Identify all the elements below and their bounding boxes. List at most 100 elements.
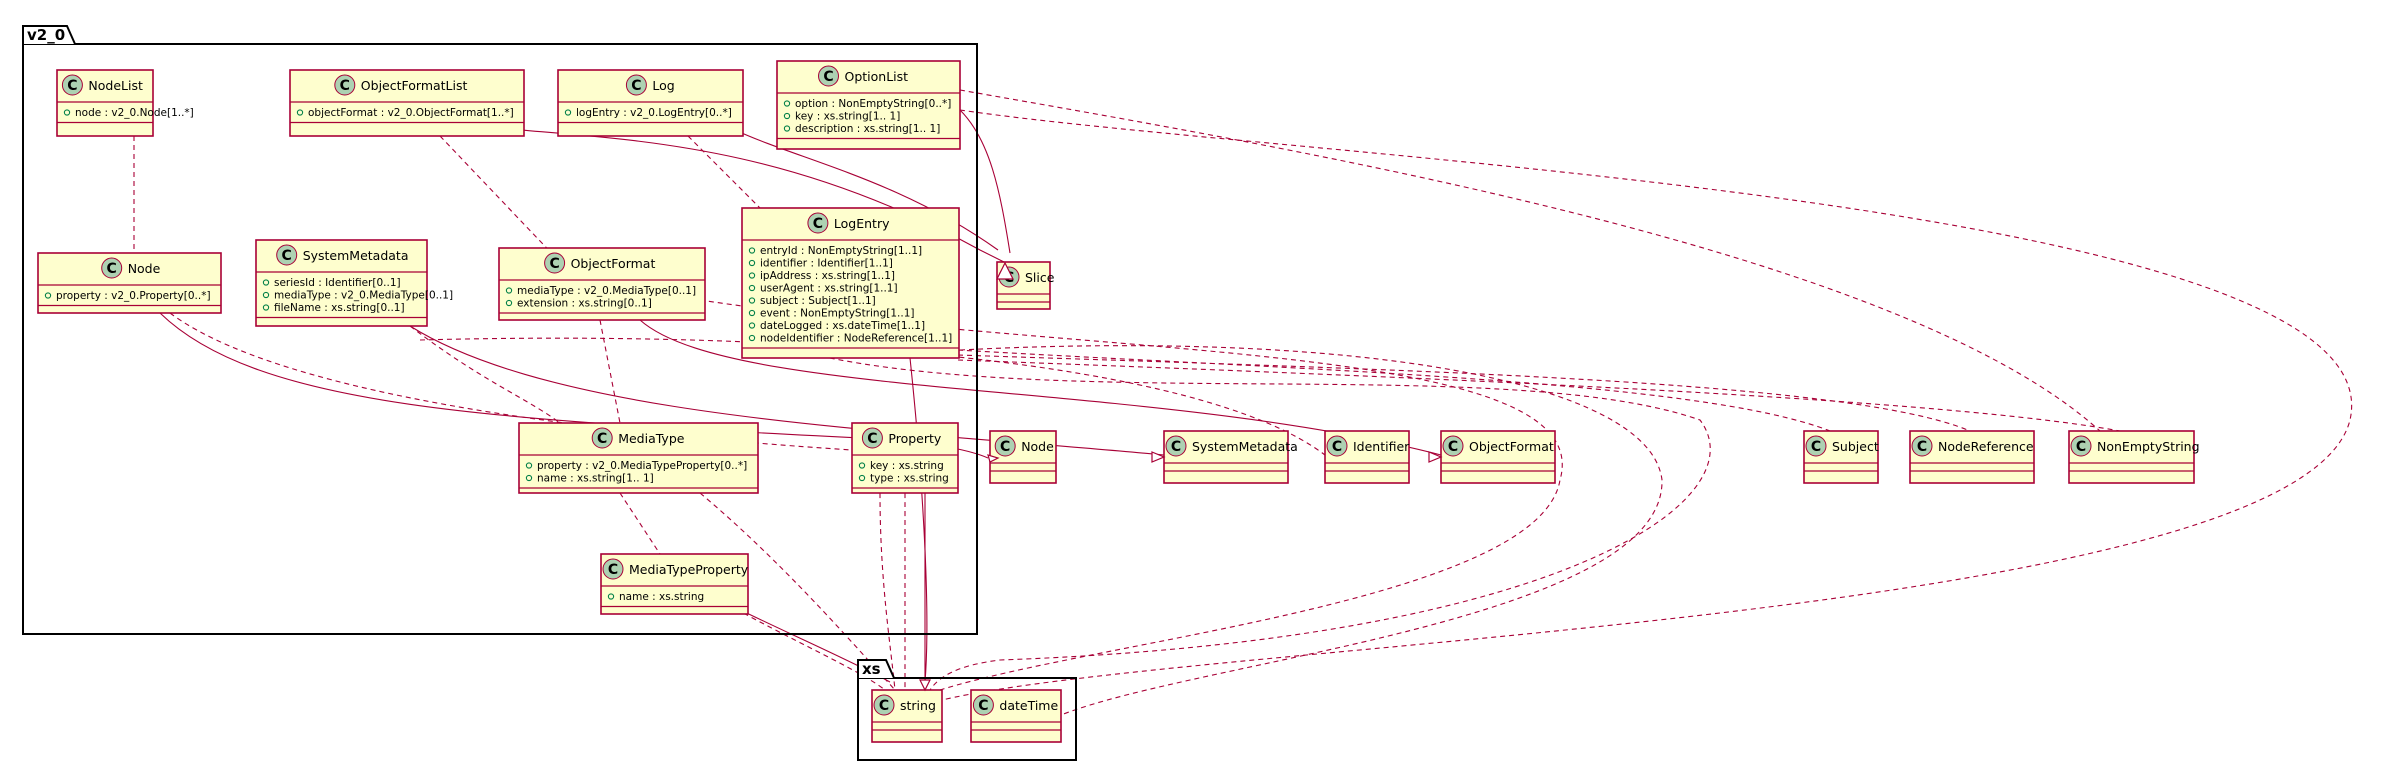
package-label: xs [862,660,881,678]
class-stereotype-letter-icon: C [597,431,607,447]
class-stereotype-icon [591,427,613,449]
generalization-arrowhead-2 [987,454,1000,463]
class-stereotype-letter-icon: C [107,261,117,277]
class-name: OptionList [845,69,909,84]
public-visibility-icon [607,593,615,600]
class-stereotype-icon [101,257,123,279]
class-stereotype-icon [625,74,647,96]
class-stereotype-icon [61,74,83,96]
class-stereotype-letter-icon: C [67,78,77,94]
class-name: Identifier [1353,439,1410,454]
class-attribute: userAgent : xs.string[1..1] [760,283,898,295]
relation-line-28 [759,339,1711,691]
generalization-arrowhead-3 [1151,451,1166,463]
public-visibility-icon [262,291,270,299]
class-box [776,60,961,150]
class-name: Node [1021,439,1054,454]
class-attribute: key : xs.string [870,460,944,472]
class-name: Slice [1025,270,1055,285]
relation-line-24 [957,359,2121,432]
class-stereotype-icon [602,558,624,580]
class-stereotype-letter-icon: C [1811,439,1821,455]
package-xs: xs [857,659,1077,761]
class-stereotype-letter-icon: C [1171,439,1181,455]
public-visibility-icon [858,462,866,469]
class-identifier[interactable]: C Identifier [1324,430,1410,484]
class-attribute: mediaType : v2_0.MediaType[0..1] [517,285,696,297]
public-visibility-icon [525,462,533,469]
class-name: MediaType [618,431,685,446]
class-attribute: name : xs.string[1.. 1] [537,473,654,485]
relations-layer [133,89,2353,716]
class-attribute: entryId : NonEmptyString[1..1] [760,245,922,257]
arrowheads-layer [919,261,1443,692]
package-frame [857,677,1077,761]
class-stereotype-letter-icon: C [879,698,889,714]
public-visibility-icon [505,287,513,294]
class-name: ObjectFormat [571,256,656,271]
class-stereotype-letter-icon: C [978,698,988,714]
public-visibility-icon [262,304,270,311]
class-name: string [900,698,936,713]
class-stereotype-icon [1911,435,1933,457]
class-attribute: dateLogged : xs.dateTime[1..1] [760,320,925,332]
relation-line-9 [639,319,1442,456]
class-node-base[interactable]: C Node [989,430,1057,484]
public-visibility-icon [564,109,572,116]
class-name: dateTime [999,698,1058,713]
class-attribute: objectFormat : v2_0.ObjectFormat[1..*] [308,107,514,119]
class-stereotype-icon [861,427,883,449]
class-stereotype-letter-icon: C [867,431,877,447]
class-stereotype-icon [1165,435,1187,457]
generalization-arrowhead-5 [919,679,931,692]
public-visibility-icon [748,322,756,329]
class-name: SystemMetadata [1192,439,1298,454]
public-visibility-icon [783,112,791,120]
class-stereotype-letter-icon: C [823,69,833,85]
generalization-arrowhead-4 [1428,451,1443,463]
public-visibility-icon [748,247,756,254]
relation-line-18 [879,492,896,691]
class-stereotype-icon [544,252,566,274]
class-system-metadata-base[interactable]: C SystemMetadata [1163,430,1298,484]
public-visibility-icon [858,474,866,482]
class-box [289,69,525,137]
class-stereotype-letter-icon: C [1000,439,1010,455]
relation-line-27 [941,109,2353,701]
class-stereotype-letter-icon: C [1332,439,1342,455]
class-box [1163,430,1289,484]
class-stereotype-letter-icon: C [2076,439,2086,455]
relation-line-21 [419,337,1326,456]
generalization-arrowhead-1 [996,261,1014,280]
class-stereotype-icon [818,65,839,87]
package-tab [857,659,895,679]
class-attribute: property : v2_0.Property[0..*] [56,290,211,302]
relation-line-22 [957,349,1831,432]
relation-line-12 [909,357,928,683]
public-visibility-icon [748,272,756,279]
relation-line-2 [439,135,561,263]
class-name: Property [888,431,941,446]
relation-line-17 [699,492,896,691]
class-box [557,69,744,137]
class-attribute: event : NonEmptyString[1..1] [760,308,914,320]
public-visibility-icon [748,334,756,342]
